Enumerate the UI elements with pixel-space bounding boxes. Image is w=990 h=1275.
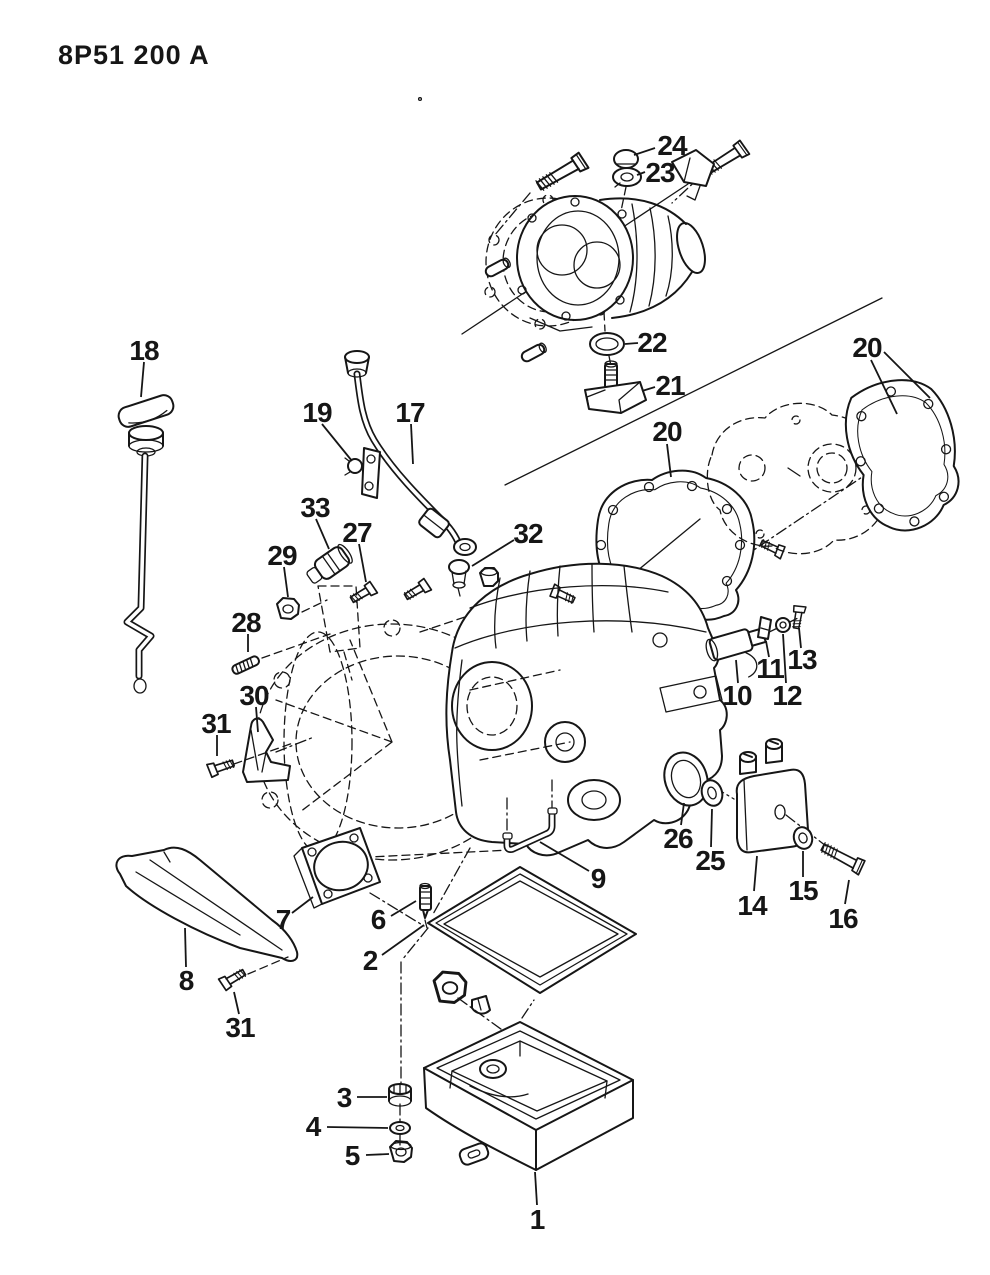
washer-12: [775, 617, 791, 633]
callout-1-0: 1: [530, 1204, 545, 1235]
cooler-tube-9: [502, 779, 558, 853]
stud-28: [230, 633, 331, 677]
callout-15-14: 15: [788, 875, 818, 906]
callout-14-13: 14: [737, 890, 768, 921]
extension-bolt-left: [533, 151, 590, 195]
fitting-6: [419, 882, 432, 929]
filler-tube: [344, 350, 477, 556]
dashdot-chain: [399, 927, 535, 1147]
callout-7-6: 7: [276, 904, 291, 935]
stud-plate-21: [584, 360, 647, 414]
seal-ring-23: [612, 167, 642, 212]
drawing-number: 8P51 200 A: [58, 40, 210, 70]
switch-33: [306, 543, 361, 681]
transmission-case: [431, 562, 728, 917]
pan-nut: [432, 970, 468, 1004]
nut-29: [276, 597, 328, 620]
grommet-3: [388, 1083, 412, 1107]
bolt-27: [347, 580, 379, 607]
pan-tab: [458, 1142, 490, 1166]
shift-bracket: [671, 149, 715, 201]
bolt-31-bottom: [217, 956, 289, 992]
splash-shield-8: [115, 846, 299, 962]
washer-15: [792, 826, 814, 850]
callout-27-27: 27: [342, 517, 372, 548]
vent-32: [448, 559, 470, 597]
callout-20-20: 20: [852, 332, 882, 363]
callout-24-24: 24: [657, 130, 688, 161]
leader-lines: [140, 147, 931, 1206]
callout-28-28: 28: [231, 607, 261, 638]
bracket-30: [242, 717, 315, 783]
dowel-pin-lower: [520, 342, 547, 363]
callout-12-11: 12: [772, 680, 802, 711]
callout-26-26: 26: [663, 823, 693, 854]
callout-8-7: 8: [179, 965, 194, 996]
o-ring-22: [589, 311, 625, 367]
callout-33-34: 33: [300, 492, 330, 523]
inspection-plate-7: [293, 827, 425, 927]
bolt-31-left: [206, 742, 294, 779]
cover-bolt: [757, 536, 787, 560]
extension-housing: [516, 195, 706, 332]
callout-17-16: 17: [395, 397, 425, 428]
callout-2-1: 2: [363, 945, 378, 976]
pan-gasket-2: [427, 866, 637, 994]
callout-31-31: 31: [201, 708, 231, 739]
callout-13-12: 13: [787, 644, 817, 675]
callout-10-9: 10: [722, 680, 752, 711]
bolt-16: [818, 839, 867, 876]
callout-25-25: 25: [695, 845, 725, 876]
clip-11: [757, 616, 772, 640]
callout-4-3: 4: [306, 1111, 322, 1142]
callout-20-19: 20: [652, 416, 682, 447]
dipstick: [117, 394, 175, 694]
callout-30-30: 30: [239, 680, 269, 711]
callout-29-29: 29: [267, 540, 297, 571]
seal-26: [663, 751, 709, 807]
callout-22-22: 22: [637, 327, 667, 358]
callout-3-2: 3: [337, 1082, 352, 1113]
washer-4: [389, 1121, 411, 1135]
bolt-13: [789, 604, 807, 630]
oil-pan-1: [423, 1021, 634, 1171]
callout-19-18: 19: [302, 397, 332, 428]
dowel-pin-upper: [484, 257, 511, 278]
nut-5: [389, 1140, 413, 1163]
pan-cone-clip: [471, 995, 491, 1015]
bolt-27b: [401, 577, 433, 604]
callout-5-4: 5: [345, 1140, 360, 1171]
callout-32-33: 32: [513, 518, 543, 549]
callout-21-21: 21: [655, 370, 685, 401]
callout-6-5: 6: [371, 904, 386, 935]
hex-plug: [479, 567, 499, 587]
callout-16-15: 16: [828, 903, 858, 934]
callout-9-8: 9: [591, 863, 606, 894]
callout-18-17: 18: [129, 335, 159, 366]
adapter-gasket-right-20: [844, 379, 960, 532]
washer-25: [700, 779, 724, 807]
callout-23-23: 23: [645, 157, 675, 188]
callout-31-32: 31: [225, 1012, 255, 1043]
callout-11-10: 11: [756, 653, 784, 684]
